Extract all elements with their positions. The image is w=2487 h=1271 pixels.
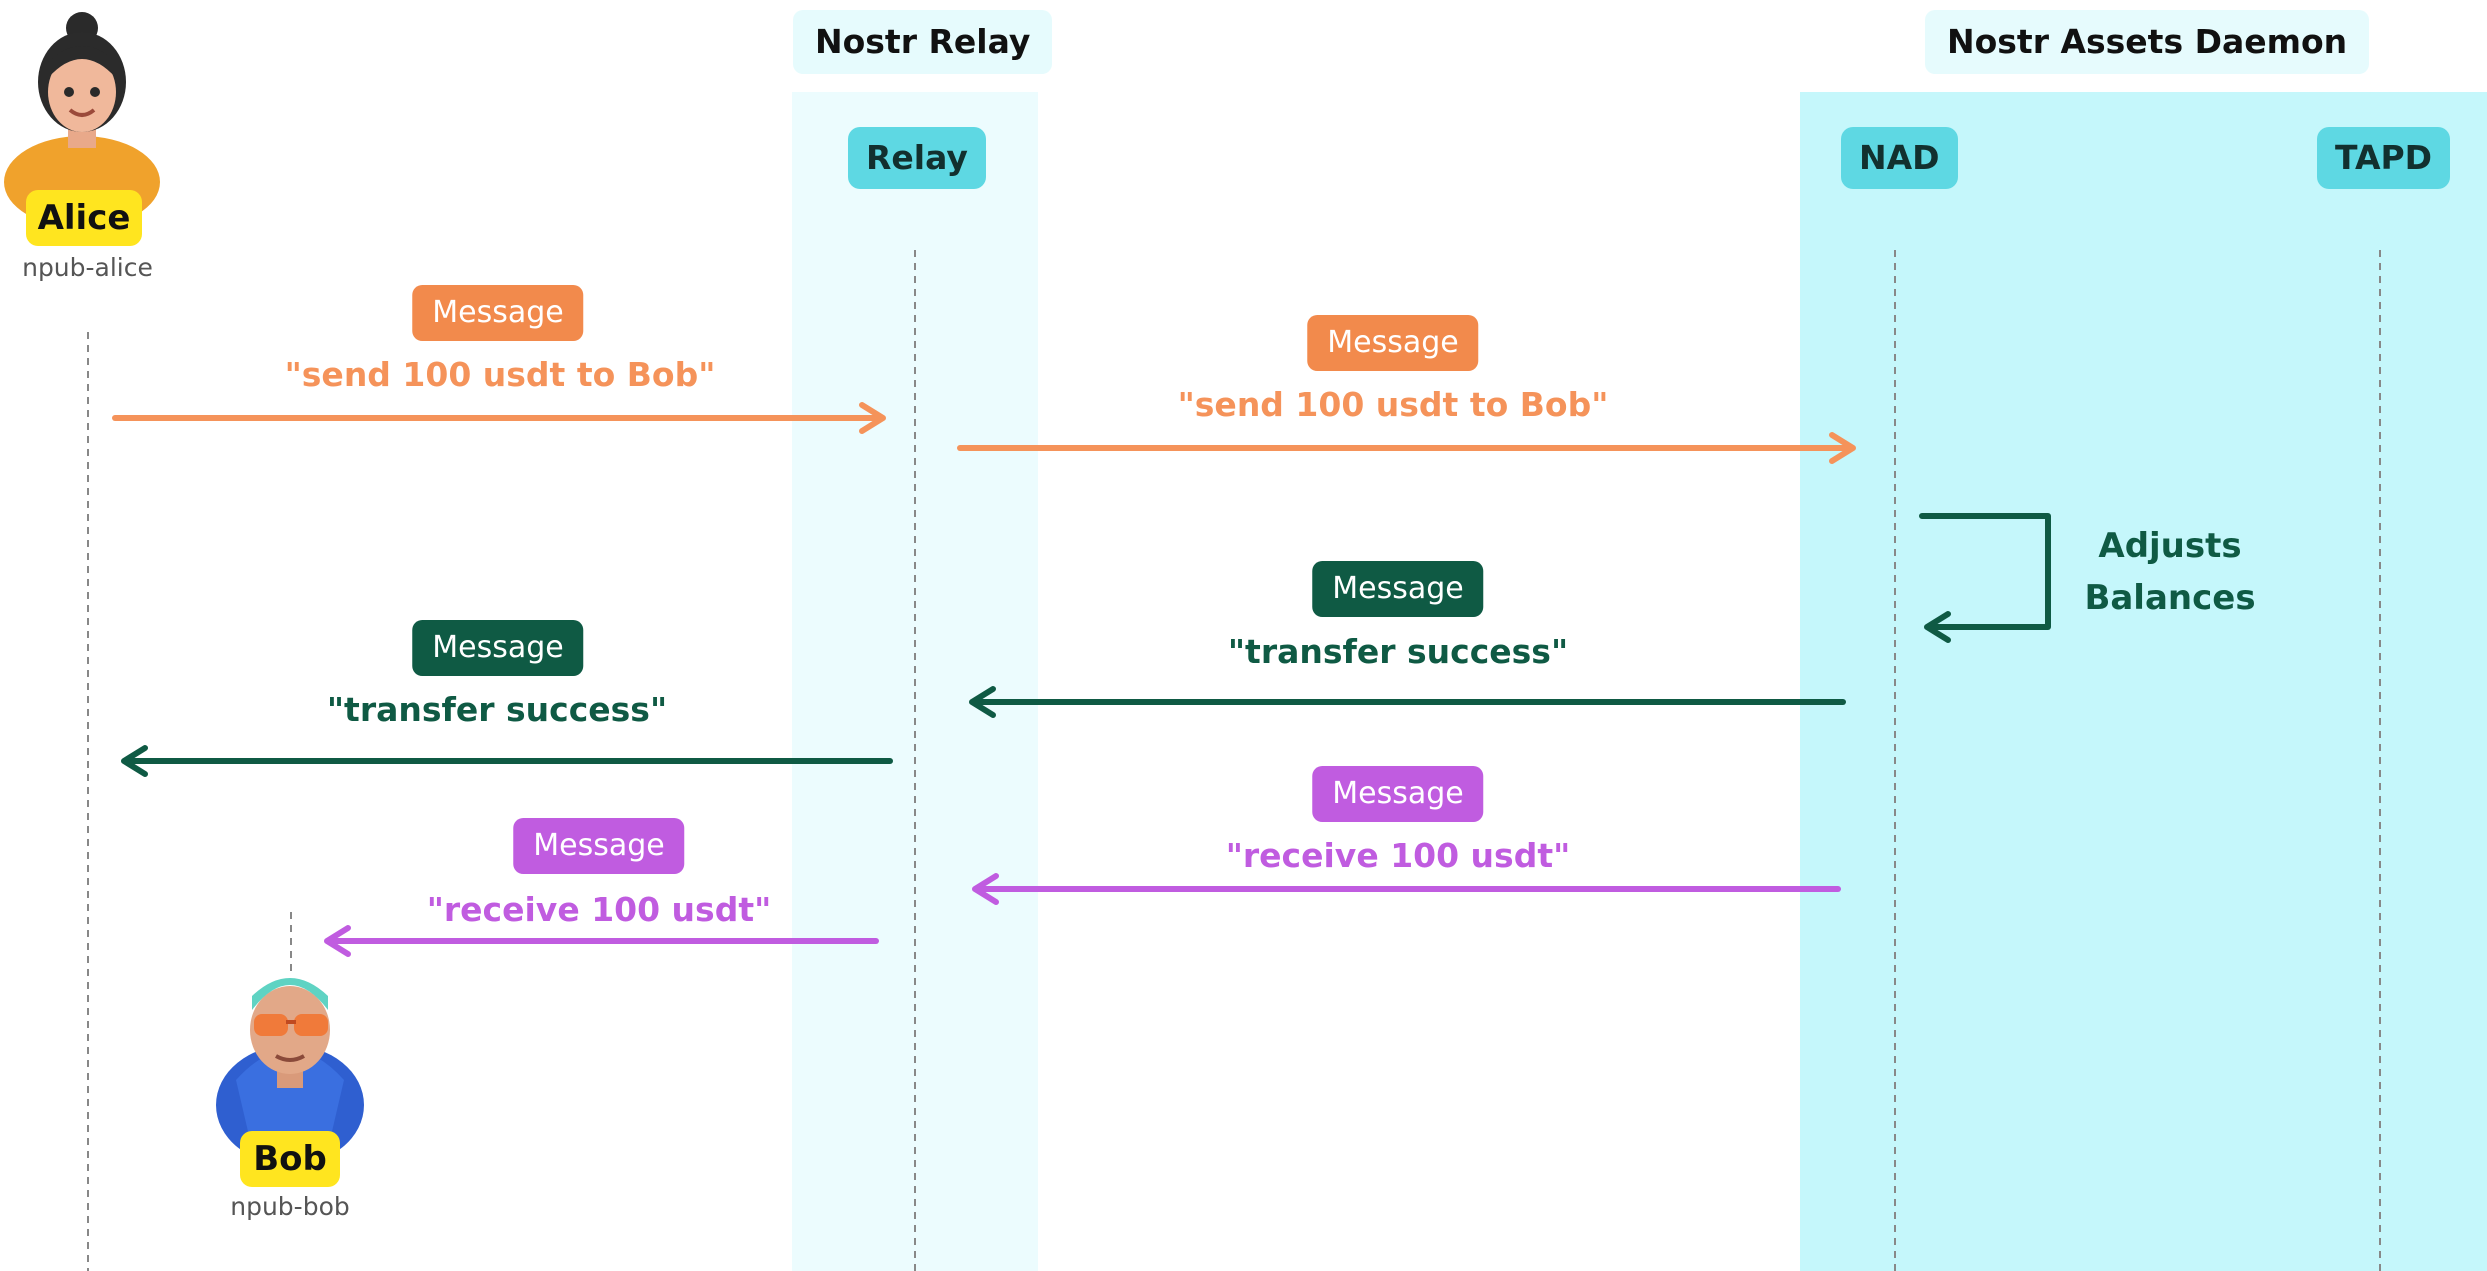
message-text-5: "receive 100 usdt" <box>1225 836 1571 875</box>
message-chip-1: Message <box>412 285 584 341</box>
message-chip-4: Message <box>412 620 584 676</box>
message-text-3: "transfer success" <box>1227 632 1569 671</box>
arrow-nad-to-relay-receive <box>972 873 1841 905</box>
message-chip-5: Message <box>1312 766 1484 822</box>
nad-self-loop-arrow <box>1919 513 2051 643</box>
alice-name-tag: Alice <box>26 190 142 246</box>
nostr-assets-daemon-title: Nostr Assets Daemon <box>1925 10 2370 74</box>
bob-npub: npub-bob <box>230 1192 350 1221</box>
arrow-alice-to-relay <box>112 402 886 434</box>
daemon-lane <box>1800 92 2487 1271</box>
arrow-nad-to-relay-success <box>969 686 1846 718</box>
note-line-1: Adjusts <box>2098 526 2242 566</box>
message-text-2: "send 100 usdt to Bob" <box>1177 385 1609 424</box>
nad-node: NAD <box>1841 127 1958 189</box>
message-chip-6: Message <box>513 818 685 874</box>
relay-node: Relay <box>848 127 986 189</box>
bob-avatar-icon <box>216 978 364 1165</box>
alice-npub: npub-alice <box>22 253 153 282</box>
note-line-2: Balances <box>2084 578 2256 618</box>
message-text-6: "receive 100 usdt" <box>426 890 772 929</box>
message-chip-2: Message <box>1307 315 1479 371</box>
adjusts-balances-note: Adjusts Balances <box>2060 520 2280 624</box>
message-chip-3: Message <box>1312 561 1484 617</box>
bob-name-tag: Bob <box>240 1131 340 1187</box>
message-text-4: "transfer success" <box>326 690 668 729</box>
arrow-relay-to-alice-success <box>121 745 893 777</box>
nostr-relay-title: Nostr Relay <box>793 10 1053 74</box>
message-text-1: "send 100 usdt to Bob" <box>284 355 716 394</box>
arrow-relay-to-nad <box>957 432 1856 464</box>
tapd-node: TAPD <box>2317 127 2451 189</box>
arrow-relay-to-bob-receive <box>324 925 879 957</box>
